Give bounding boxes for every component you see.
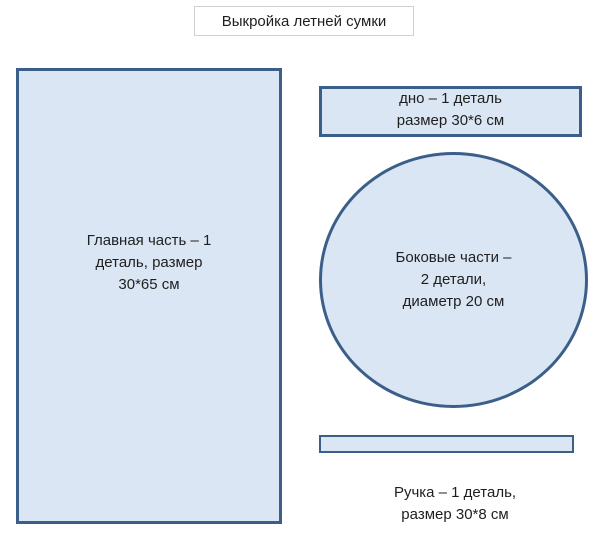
bottom-part-label-line-1: дно – 1 деталь xyxy=(399,90,502,107)
handle-label-line-1: Ручка – 1 деталь, xyxy=(393,484,517,501)
main-part-label-line-3: 30*65 см xyxy=(118,276,180,293)
handle-label-line-2: размер 30*8 см xyxy=(401,506,509,523)
bottom-part-label-line-2: размер 30*6 см xyxy=(396,112,505,129)
diagram-title-text: Выкройка летней сумки xyxy=(221,12,387,30)
handle-label: Ручка – 1 деталь, размер 30*8 см xyxy=(350,482,560,526)
bottom-part-rectangle: дно – 1 деталь размер 30*6 см xyxy=(319,86,582,137)
main-part-label-line-2: деталь, размер xyxy=(95,254,203,271)
side-parts-label: Боковые части – 2 детали, диаметр 20 см xyxy=(374,247,534,313)
main-part-label-line-1: Главная часть – 1 xyxy=(86,232,212,249)
side-parts-label-line-2: 2 детали, xyxy=(420,271,487,288)
side-parts-label-line-1: Боковые части – xyxy=(395,249,512,266)
bottom-part-label: дно – 1 деталь размер 30*6 см xyxy=(397,88,504,132)
diagram-title: Выкройка летней сумки xyxy=(194,6,414,36)
handle-rectangle xyxy=(319,435,574,453)
main-part-rectangle: Главная часть – 1 деталь, размер 30*65 с… xyxy=(16,68,282,524)
side-parts-label-line-3: диаметр 20 см xyxy=(402,293,505,310)
side-parts-circle: Боковые части – 2 детали, диаметр 20 см xyxy=(319,152,588,408)
main-part-label: Главная часть – 1 деталь, размер 30*65 с… xyxy=(64,230,234,296)
